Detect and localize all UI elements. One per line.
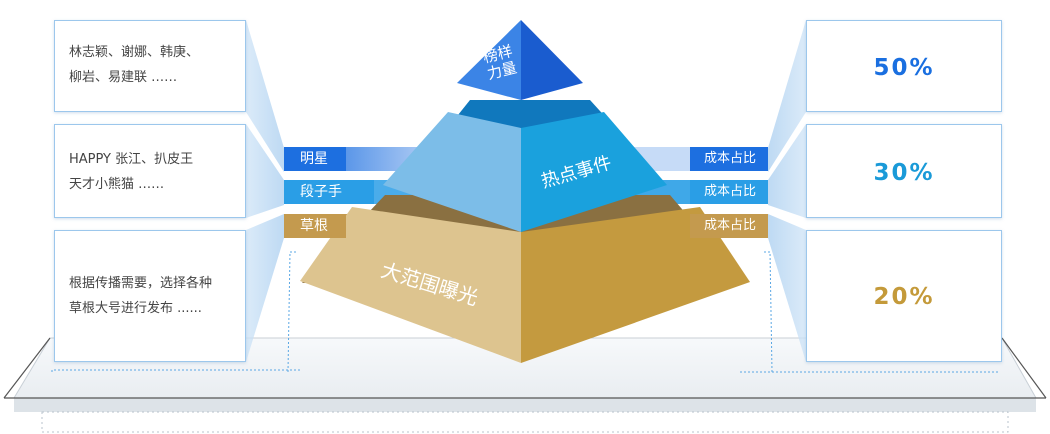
pyramid-bottom-right-face bbox=[521, 207, 750, 363]
desc-card-grassroots-line2: 草根大号进行发布 ...... bbox=[69, 301, 202, 316]
band-left-grassroots-label: 草根 bbox=[300, 218, 328, 234]
band-right-1: 成本占比 bbox=[690, 147, 768, 171]
percent-card-star: 50% bbox=[806, 20, 1002, 112]
band-right-2: 成本占比 bbox=[690, 180, 768, 204]
percent-card-duanzi: 30% bbox=[806, 124, 1002, 218]
percent-star: 50% bbox=[873, 55, 935, 81]
base-dotted-outline bbox=[41, 411, 1009, 433]
connector-left-1 bbox=[246, 20, 284, 172]
desc-card-duanzi: HAPPY 张江、扒皮王 天才小熊猫 …… bbox=[54, 124, 246, 218]
pyramid-bottom-left-face bbox=[300, 207, 521, 363]
desc-card-grassroots: 根据传播需要，选择各种 草根大号进行发布 ...... bbox=[54, 230, 246, 362]
band-left-grassroots: 草根 bbox=[284, 214, 346, 238]
band-right-3-label: 成本占比 bbox=[703, 218, 756, 233]
desc-card-star-line1: 林志颖、谢娜、韩庚、 bbox=[69, 45, 200, 60]
band-right-3: 成本占比 bbox=[690, 214, 768, 238]
band-left-duanzi: 段子手 bbox=[284, 180, 374, 204]
band-left-duanzi-label: 段子手 bbox=[300, 184, 342, 200]
pyramid-middle-left-face bbox=[383, 112, 521, 232]
band-left-star-label: 明星 bbox=[300, 151, 328, 167]
desc-card-star-line2: 柳岩、易建联 …… bbox=[69, 70, 178, 85]
band-right-1-label: 成本占比 bbox=[703, 151, 756, 166]
desc-card-star: 林志颖、谢娜、韩庚、 柳岩、易建联 …… bbox=[54, 20, 246, 112]
base-platform-edge bbox=[14, 398, 1036, 412]
desc-card-grassroots-line1: 根据传播需要，选择各种 bbox=[69, 276, 213, 291]
connector-right-1 bbox=[768, 20, 806, 172]
band-right-2-label: 成本占比 bbox=[703, 184, 756, 199]
band-left-star: 明星 bbox=[284, 147, 346, 171]
percent-duanzi: 30% bbox=[873, 160, 935, 186]
pyramid-middle-right-face bbox=[521, 112, 667, 232]
connector-right-2 bbox=[768, 124, 806, 218]
pyramid-top-right-face bbox=[521, 20, 583, 100]
connector-right-3 bbox=[768, 214, 806, 362]
connector-left-3 bbox=[246, 214, 284, 362]
pyramid-top-left-face bbox=[457, 20, 521, 100]
desc-card-duanzi-line2: 天才小熊猫 …… bbox=[69, 177, 165, 192]
desc-card-duanzi-line1: HAPPY 张江、扒皮王 bbox=[69, 152, 194, 167]
connector-left-2 bbox=[246, 124, 284, 218]
percent-card-grassroots: 20% bbox=[806, 230, 1002, 362]
percent-grassroots: 20% bbox=[873, 284, 935, 310]
